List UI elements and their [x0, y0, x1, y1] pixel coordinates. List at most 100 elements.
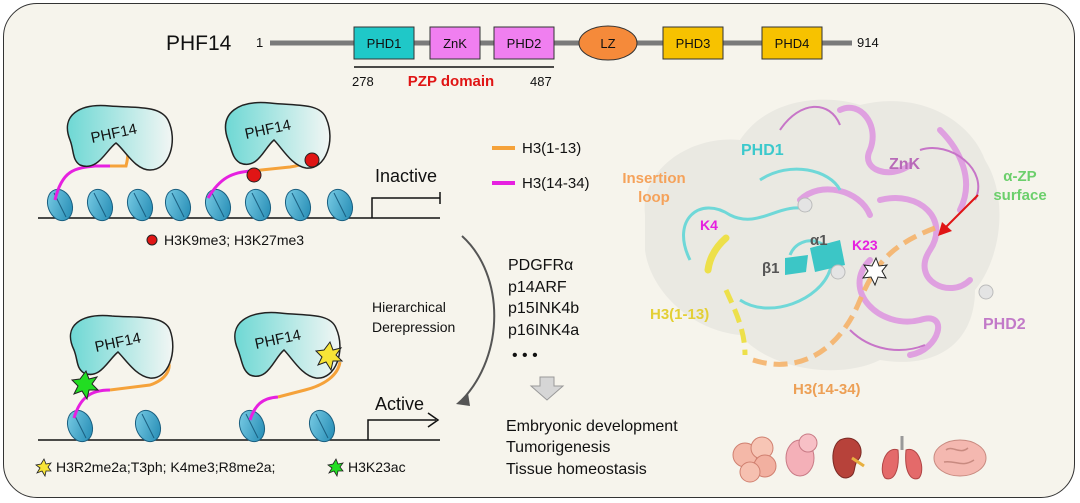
domain-start: 1	[256, 35, 263, 50]
label-insertion-loop-2: loop	[638, 189, 670, 206]
nucleosome-stripe	[73, 413, 87, 439]
target-genes: PDGFRα p14ARF p15INK4b p16INK4a • • • Em…	[506, 257, 678, 478]
protein-name: PHF14	[166, 32, 232, 55]
zinc-sphere	[797, 197, 813, 213]
embryo-icon	[785, 433, 818, 477]
label-beta1: β1	[762, 260, 780, 277]
h3-tail-magenta	[206, 169, 253, 199]
pzp-label: PZP domain	[408, 73, 494, 90]
nucleosome-stripe	[333, 192, 347, 218]
nucleosome-stripe	[141, 413, 155, 439]
pzp-start: 278	[352, 74, 374, 89]
label-alpha1: α1	[810, 232, 828, 249]
methyl-mark-dot	[304, 152, 320, 168]
znk-label: ZnK	[443, 36, 467, 51]
legend-h3-short: H3(1-13)	[522, 140, 581, 157]
h3-short-peptide	[704, 234, 730, 274]
phd3-label: PHD3	[676, 36, 711, 51]
legend-yellow-star-icon	[35, 458, 52, 478]
pointer-arrow-head	[938, 222, 952, 236]
gene-ellipsis: • • •	[512, 347, 538, 364]
domain-map: PHF14 1 914 PHD1 ZnK PHD2 LZ PHD3 PHD4 2…	[166, 25, 879, 90]
label-znk: ZnK	[889, 156, 921, 173]
legend-inactive-marks: H3K9me3; H3K27me3	[164, 232, 304, 248]
phd4-box	[761, 26, 823, 60]
kidney-icon	[832, 437, 865, 479]
arrow-head	[456, 393, 470, 406]
derepression-label-1: Hierarchical	[372, 299, 446, 315]
nucleosome-stripe	[251, 192, 265, 218]
legend-active-marks-1: H3R2me2a;T3ph; K4me3;R8me2a;	[56, 459, 275, 475]
nucleosome-stripe	[315, 413, 329, 439]
active-promoter-symbol	[367, 419, 436, 440]
gene-item: p16INK4a	[508, 322, 579, 339]
k23-star-icon	[861, 256, 889, 287]
activation-star-icon	[314, 340, 344, 372]
zinc-sphere	[978, 284, 994, 300]
label-alpha-zp-1: α-ZP	[1003, 168, 1036, 185]
h3-tail-orange	[277, 361, 342, 399]
phd4-label: PHD4	[775, 36, 810, 51]
h3-tail-magenta	[248, 395, 279, 421]
acetyl-star-icon	[70, 369, 100, 401]
phf14-blob	[66, 104, 173, 171]
label-phd1: PHD1	[741, 142, 784, 159]
h3-short-peptide-dashed	[723, 288, 748, 356]
methyl-mark-dot	[246, 167, 262, 183]
legend-h3-long: H3(14-34)	[522, 175, 590, 192]
gene-item: PDGFRα	[508, 257, 573, 274]
cyan-ribbons	[682, 167, 842, 310]
repressed-promoter-symbol	[371, 197, 440, 218]
legend-red-dot	[146, 234, 158, 246]
phf14-blob	[234, 311, 341, 379]
label-k4: K4	[700, 217, 718, 233]
pointer-line	[944, 194, 979, 229]
legend-active-marks-2: H3K23ac	[348, 459, 406, 475]
outcome-item: Tissue homeostasis	[506, 461, 647, 478]
phd3-box	[662, 26, 724, 60]
nucleosome-stripe	[171, 192, 185, 218]
beta1-strand	[785, 255, 808, 275]
nucleosome-row-active	[66, 409, 336, 443]
phd1-label: PHD1	[367, 36, 402, 51]
derepression-arrow: Hierarchical Derepression	[372, 235, 496, 406]
gene-item: p14ARF	[508, 279, 567, 296]
outcome-item: Tumorigenesis	[506, 439, 610, 456]
h3-long-peptide-dashed	[752, 225, 936, 367]
nucleosome-stripe	[211, 192, 225, 218]
structure-view: PHD1 ZnK PHD2 Insertion loop α-ZP surfac…	[622, 99, 1047, 398]
brain-icon	[933, 439, 987, 477]
cell-cluster-icon	[732, 436, 777, 483]
nucleosome-stripe	[291, 192, 305, 218]
nucleosome-stripe	[133, 192, 147, 218]
tissue-icons	[732, 433, 987, 483]
state-active: Active	[375, 394, 424, 414]
lz-label: LZ	[600, 36, 615, 51]
down-arrow-icon	[529, 376, 565, 401]
inactive-chromatin: PHF14 PHF14 Inactive H3K9me3; H3K27me3	[38, 101, 441, 248]
pzp-end: 487	[530, 74, 552, 89]
phf14-blob	[224, 101, 331, 169]
phd2-label: PHD2	[507, 36, 542, 51]
alpha1-helix	[810, 240, 845, 272]
nucleosome-row-inactive	[46, 188, 354, 222]
gene-item: p15INK4b	[508, 300, 579, 317]
derepression-label-2: Derepression	[372, 319, 455, 335]
label-k23: K23	[852, 237, 878, 253]
pink-coils	[779, 105, 980, 351]
zinc-sphere	[830, 264, 846, 280]
promoter-arrow-head	[427, 412, 440, 428]
znk-box	[429, 26, 481, 60]
domain-end: 914	[857, 35, 879, 50]
label-h3-short: H3(1-13)	[650, 306, 709, 323]
curved-arrow	[461, 235, 496, 401]
active-chromatin: PHF14 PHF14 Active H3R2me2a;T3ph; K4me3;…	[35, 311, 440, 478]
lz-ellipse	[578, 25, 638, 61]
phd1-box	[353, 26, 415, 60]
lungs-icon	[881, 436, 923, 480]
state-inactive: Inactive	[375, 166, 437, 186]
h3-tail-magenta	[53, 164, 110, 201]
label-h3-long: H3(14-34)	[793, 381, 861, 398]
phd2-box	[493, 26, 555, 60]
